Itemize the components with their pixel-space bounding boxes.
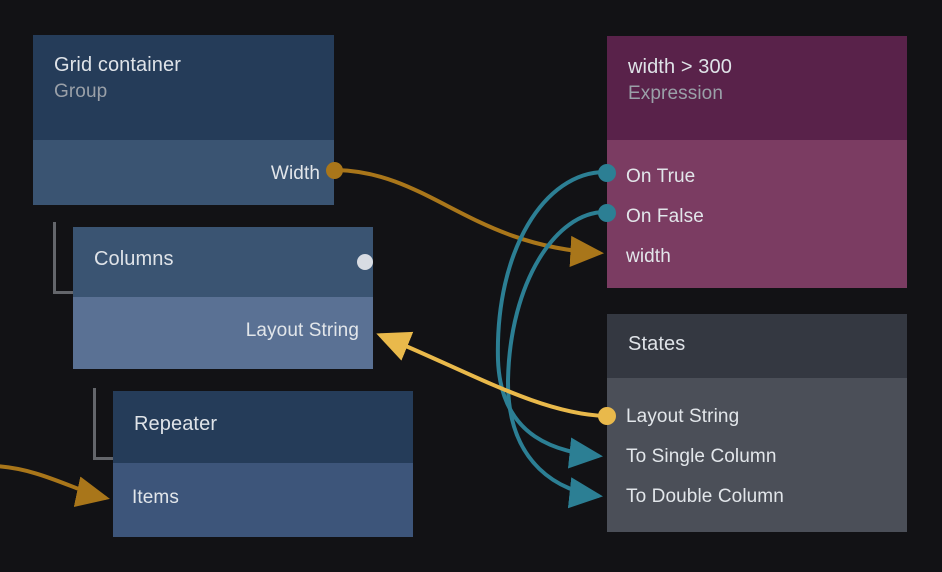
port-states-layout-string-label[interactable]: Layout String [626,406,740,427]
wire-width-to-expression-width [335,168,604,267]
port-grid-container-width-label[interactable]: Width [270,163,320,184]
wire-on-false-to-double-column [505,210,606,509]
port-grid-container-width-dot[interactable] [326,162,343,179]
node-expression-subtitle: Expression [628,83,723,104]
hierarchy-bracket-grid-to-columns [53,222,74,294]
wire-external-to-repeater-items [0,464,110,508]
node-repeater-body[interactable]: Items [113,463,413,537]
node-repeater-header[interactable]: Repeater [113,391,413,463]
port-states-to-double-column-label[interactable]: To Double Column [626,486,784,507]
node-states[interactable]: States Layout String To Single Column To… [598,314,907,532]
node-columns[interactable]: Columns Layout String [73,227,373,369]
node-repeater[interactable]: Repeater Items [113,391,413,537]
node-grid-container-subtitle: Group [54,81,108,102]
node-columns-title: Columns [94,248,174,270]
port-repeater-items-label[interactable]: Items [132,487,179,508]
node-columns-body[interactable]: Layout String [73,297,373,369]
node-grid-container-title: Grid container [54,54,182,76]
node-states-title: States [628,333,686,355]
node-grid-container-body[interactable]: Width [33,140,334,205]
port-expression-on-false-dot[interactable] [598,204,616,222]
wire-layout-string-to-columns [376,331,607,418]
port-columns-layout-string-label[interactable]: Layout String [245,320,359,341]
node-columns-header[interactable]: Columns [73,227,373,297]
port-expression-width-label[interactable]: width [626,246,671,267]
port-expression-on-true-dot[interactable] [598,164,616,182]
node-expression[interactable]: width > 300 Expression On True On False … [598,36,907,288]
node-expression-body[interactable]: On True On False width [607,140,907,288]
node-grid-container[interactable]: Grid container Group Width [33,35,343,205]
node-expression-title: width > 300 [628,56,732,78]
node-repeater-title: Repeater [134,413,218,435]
wire-on-true-to-single-column [495,170,606,469]
hierarchy-bracket-columns-to-repeater [93,388,114,460]
port-columns-header-dot[interactable] [357,254,373,270]
port-states-to-single-column-label[interactable]: To Single Column [626,446,777,467]
port-expression-on-true-label[interactable]: On True [626,166,696,187]
port-expression-on-false-label[interactable]: On False [626,206,704,227]
node-grid-container-header[interactable]: Grid container Group [33,35,334,140]
node-states-body[interactable]: Layout String To Single Column To Double… [607,378,907,532]
node-expression-header[interactable]: width > 300 Expression [607,36,907,140]
port-states-layout-string-dot[interactable] [598,407,616,425]
node-states-header[interactable]: States [607,314,907,378]
